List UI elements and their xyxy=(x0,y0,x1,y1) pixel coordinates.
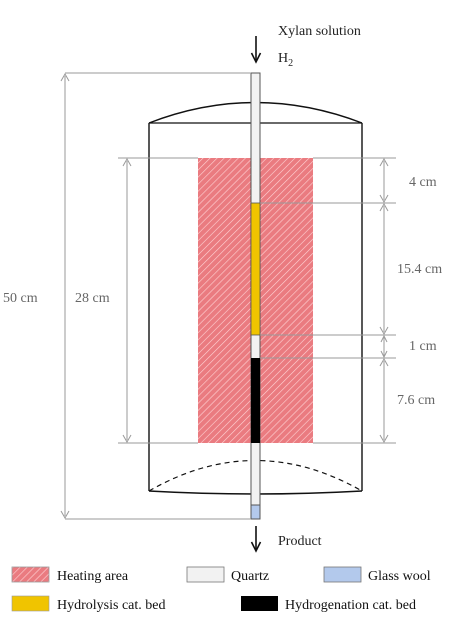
dimension-label-total: 50 cm xyxy=(3,291,38,306)
inlet-arrow-icon xyxy=(250,36,262,64)
dimension-total-height xyxy=(60,72,251,520)
outlet-label-product: Product xyxy=(278,534,322,549)
legend: Heating area Quartz Glass wool Hydrolysi… xyxy=(11,566,431,613)
dimension-label-hydrogenation: 7.6 cm xyxy=(397,393,435,408)
inlet-label-h2: H2 xyxy=(278,51,293,69)
legend-swatch-hydrolysis xyxy=(11,595,50,612)
legend-label-heating: Heating area xyxy=(57,569,129,584)
legend-swatch-glass-wool xyxy=(323,566,362,583)
dimension-heating-height xyxy=(118,157,198,444)
legend-swatch-quartz xyxy=(186,566,225,583)
hydrolysis-cat-bed xyxy=(250,202,261,336)
legend-label-glass-wool: Glass wool xyxy=(368,569,431,584)
legend-swatch-hydrogenation xyxy=(241,596,278,611)
inlet-label-xylan: Xylan solution xyxy=(278,24,361,39)
hydrogenation-cat-bed xyxy=(251,358,260,443)
legend-label-hydrolysis: Hydrolysis cat. bed xyxy=(57,598,165,613)
dimension-segments xyxy=(260,157,396,444)
dimension-label-heating: 28 cm xyxy=(75,291,110,306)
legend-label-hydrogenation: Hydrogenation cat. bed xyxy=(285,598,416,613)
outlet-arrow-icon xyxy=(250,526,262,553)
legend-label-quartz: Quartz xyxy=(231,569,269,584)
legend-swatch-heating xyxy=(11,566,50,583)
glass-wool-plug xyxy=(250,504,261,520)
dimension-label-mid-quartz: 1 cm xyxy=(409,339,437,354)
dimension-label-top-quartz: 4 cm xyxy=(409,175,437,190)
dimension-label-hydrolysis: 15.4 cm xyxy=(397,262,442,277)
